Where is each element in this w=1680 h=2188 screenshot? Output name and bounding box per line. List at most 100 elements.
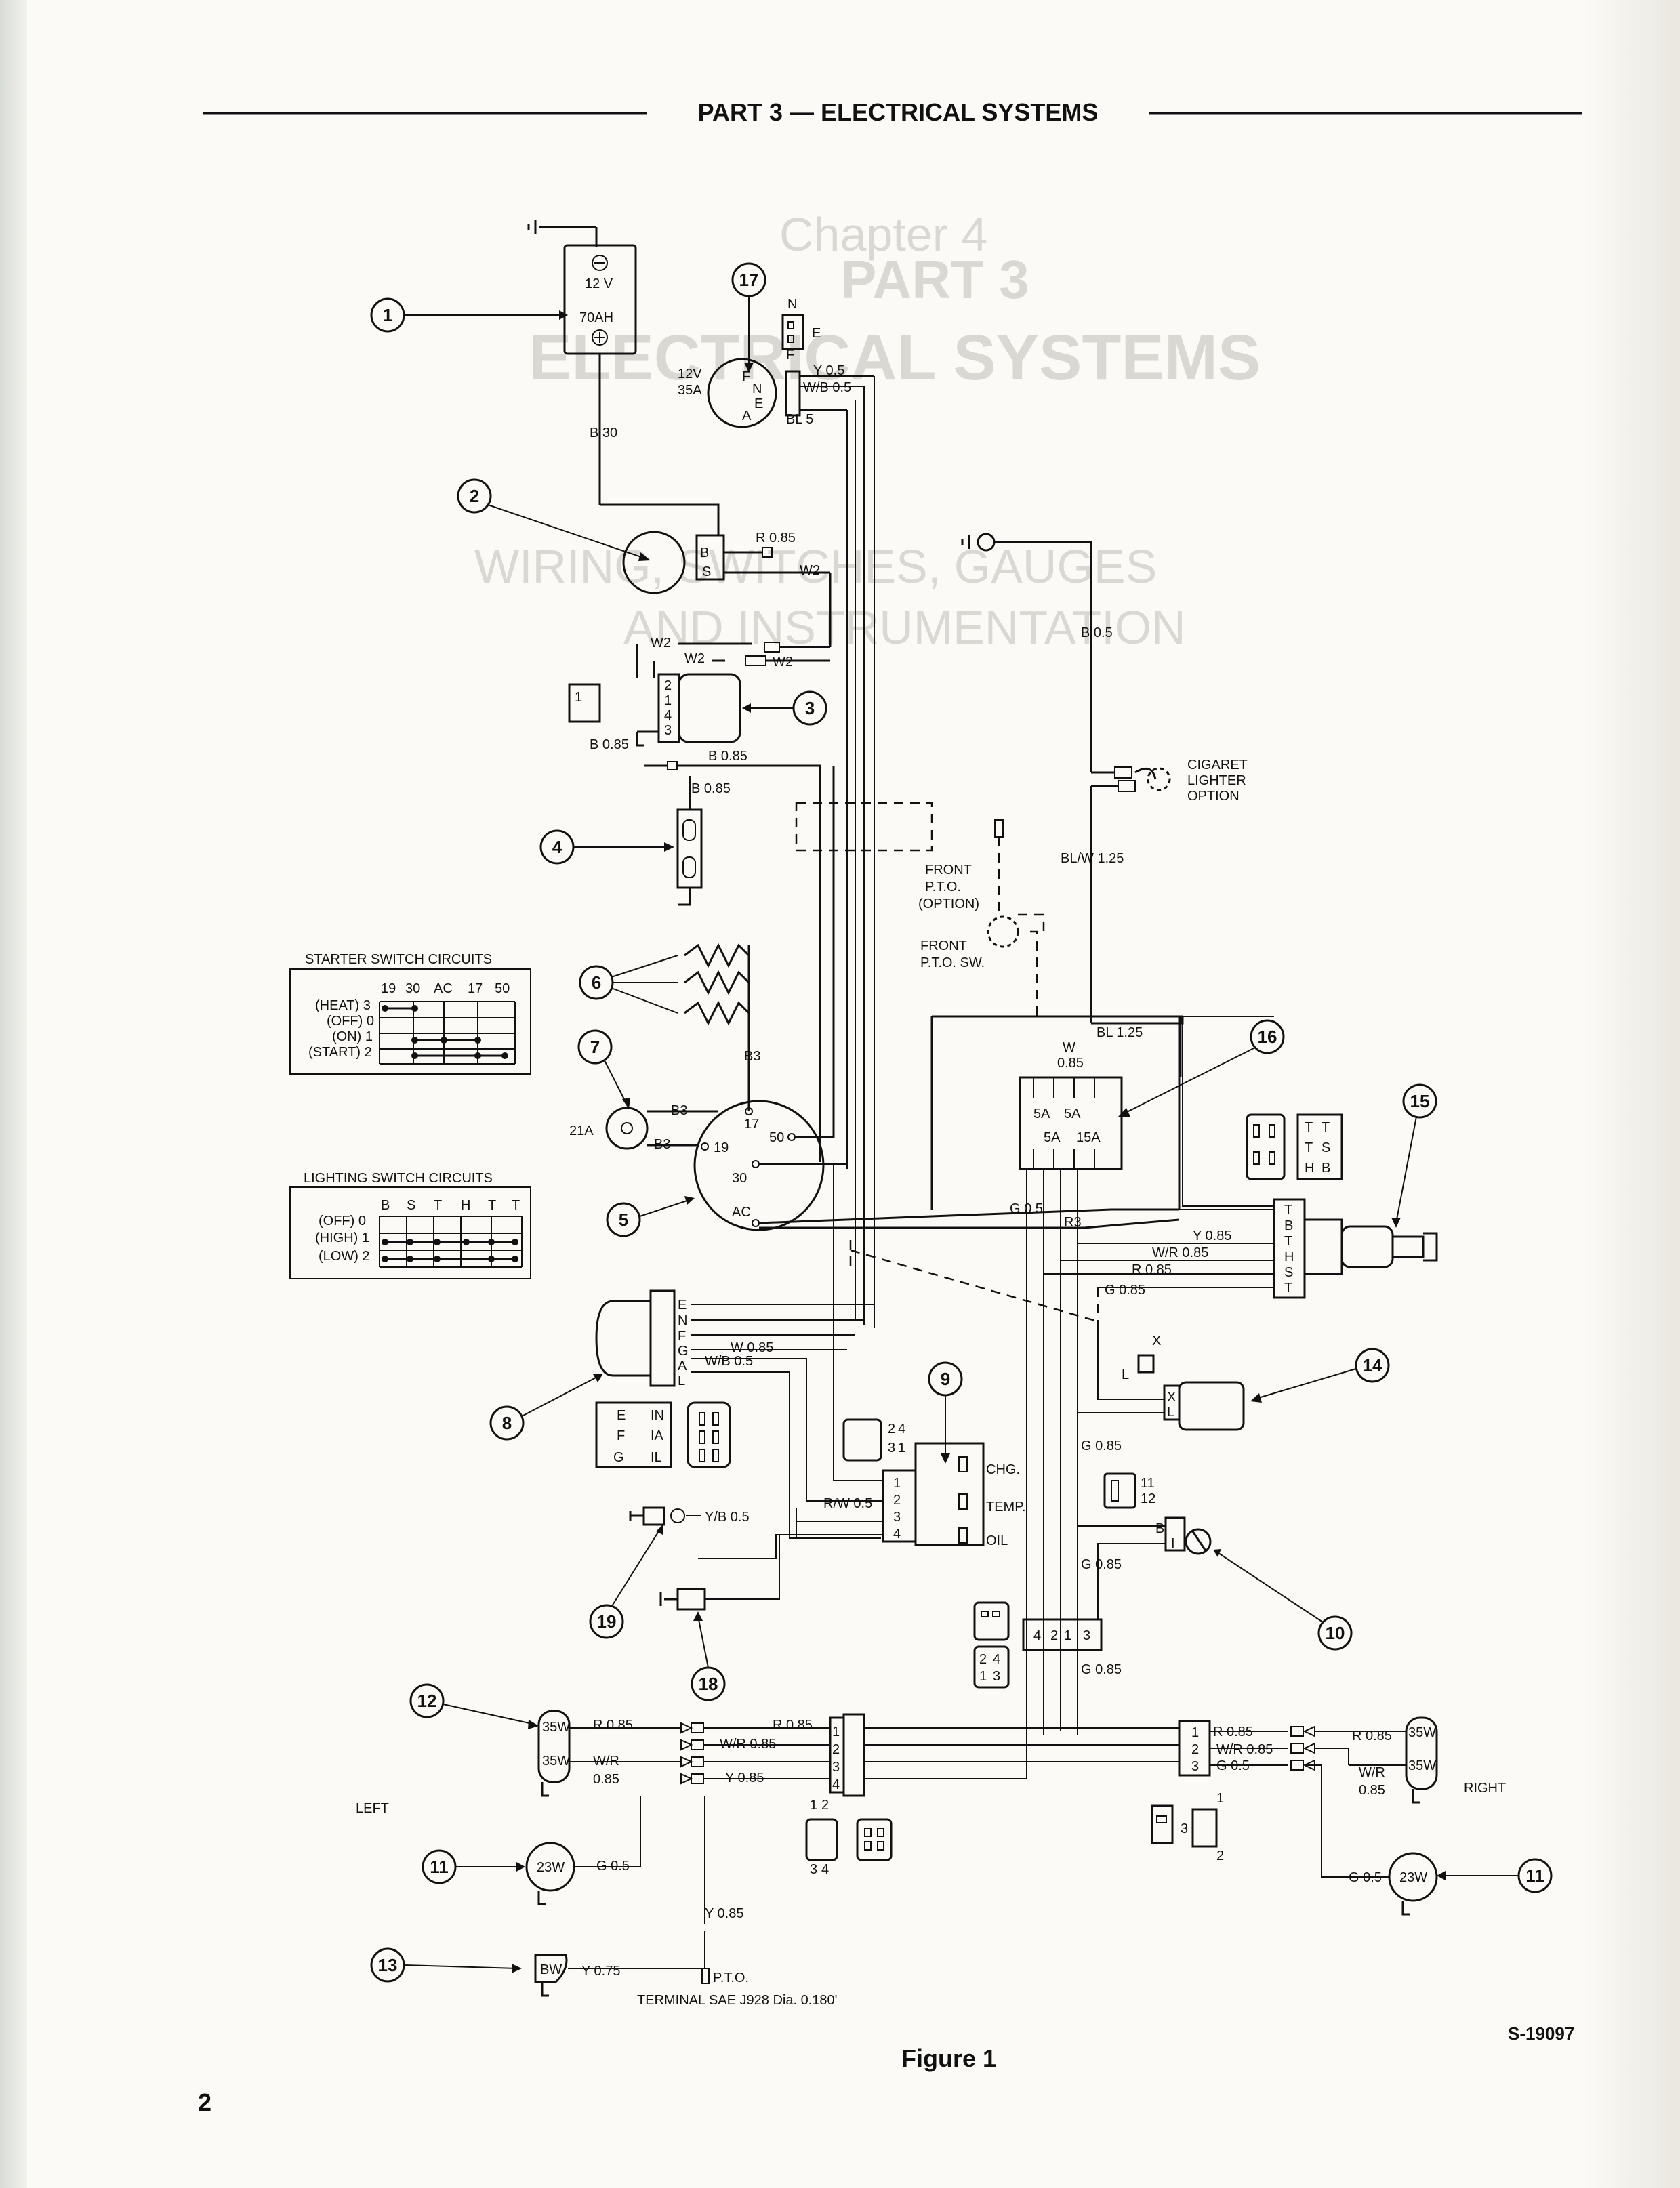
- wire-w2b: W2: [651, 636, 671, 651]
- ls-row-low: (LOW) 2: [319, 1249, 370, 1264]
- ls-col-b: B: [381, 1198, 390, 1213]
- rp-1: 1: [1216, 1791, 1224, 1806]
- pto-term-label: P.T.O.: [713, 1970, 749, 1985]
- junc-plug-1: 1: [979, 1669, 987, 1684]
- indicator-lamp: 7 21A B3 B3: [569, 1029, 718, 1152]
- wire-g085d: G 0.85: [1081, 1662, 1122, 1677]
- lc-plug-2: 2: [821, 1798, 829, 1813]
- alt-term-n: N: [752, 381, 762, 396]
- ss-col-50: 50: [495, 981, 510, 996]
- pto-terminal: Y 0.85 P.T.O. TERMINAL SAE J928 Dia. 0.1…: [637, 1906, 837, 2008]
- gauge-cluster: 9 2 4 3 1 1 2 3 4 CHG. TEMP. OIL R/W 0.5: [698, 1164, 1026, 1559]
- alt-rating-a: 35A: [678, 383, 702, 398]
- wire-w085-a: W: [1063, 1040, 1075, 1055]
- hs-plug-h: H: [1305, 1161, 1314, 1176]
- flasher-x-plug: X: [1152, 1334, 1161, 1348]
- pto-line1: FRONT: [925, 863, 972, 878]
- ss-row-heat: (HEAT) 3: [315, 998, 371, 1013]
- starter-motor: 2 B S R 0.85 W2: [457, 478, 832, 647]
- fuse-2: 5A: [1064, 1107, 1081, 1121]
- wire-b30: B 30: [590, 426, 617, 440]
- battery: 12 V 70AH B 30: [527, 220, 720, 535]
- sw1112-11: 11: [1141, 1476, 1155, 1491]
- wire-r085l2: R 0.85: [773, 1718, 813, 1733]
- flasher-x: X: [1167, 1390, 1176, 1405]
- fuse-4: 15A: [1076, 1130, 1101, 1145]
- wire-g05l: G 0.5: [596, 1859, 630, 1874]
- ss-row-off: (OFF) 0: [327, 1014, 374, 1029]
- lc-pin-3: 3: [832, 1760, 840, 1775]
- left-label: LEFT: [356, 1801, 389, 1816]
- conn-il: IL: [651, 1450, 662, 1465]
- page-number: 2: [198, 2088, 211, 2116]
- callout-19-label: 19: [597, 1611, 617, 1632]
- footer: Figure 1 S-19097 2: [198, 2023, 1574, 2116]
- conn-g: G: [613, 1450, 624, 1465]
- alt-term-e: E: [754, 396, 763, 411]
- figure-code: S-19097: [1508, 2023, 1574, 2044]
- gauge-temp: TEMP.: [986, 1500, 1026, 1514]
- starter-switch-table: STARTER SWITCH CIRCUITS 19 30 AC 17 50 (…: [289, 952, 531, 1075]
- alternator: 17 12V 35A F N E A F N E Y 0.5 W/B 0.5 B…: [678, 262, 875, 1328]
- callout-10-label: 10: [1326, 1623, 1345, 1643]
- lamp-21a: 21A: [569, 1123, 594, 1138]
- pto-sw-line1: FRONT: [920, 938, 967, 953]
- wire-wrr2: 0.85: [1359, 1783, 1385, 1798]
- rp-2: 2: [1216, 1849, 1224, 1863]
- callout-16-label: 16: [1258, 1027, 1277, 1047]
- lsw-pin-n: N: [678, 1313, 687, 1328]
- junc-plug-2: 2: [979, 1652, 987, 1667]
- horn-i: I: [1171, 1536, 1175, 1551]
- callout-9-label: 9: [941, 1369, 950, 1389]
- flasher-relay: 14 X L X L G 0.85: [1078, 1328, 1390, 1453]
- wire-b085c: B 0.85: [691, 781, 731, 796]
- fuse-3: 5A: [1044, 1130, 1061, 1145]
- wire-wb05b: W/B 0.5: [705, 1354, 753, 1369]
- callout-8-label: 8: [502, 1413, 512, 1433]
- wire-wr085: W/R 0.85: [1152, 1245, 1208, 1260]
- callout-3-label: 3: [805, 698, 815, 718]
- oil-sender: Y/B 0.5 19: [589, 1506, 750, 1639]
- ks-term-ac: AC: [732, 1205, 751, 1220]
- callout-18-label: 18: [699, 1674, 718, 1694]
- wire-g085: G 0.85: [1105, 1283, 1145, 1298]
- gauge-pin-2: 2: [893, 1493, 901, 1508]
- junc-4: 4: [1033, 1628, 1041, 1643]
- gauge-plug-24: 2: [888, 1422, 895, 1437]
- lc-plug-4: 4: [821, 1862, 829, 1877]
- hs-pin-t2: T: [1284, 1234, 1292, 1249]
- ls-col-t3: T: [512, 1198, 520, 1213]
- pto-line3: (OPTION): [918, 896, 979, 911]
- callout-14-label: 14: [1363, 1355, 1382, 1376]
- ks-term-19: 19: [714, 1140, 729, 1155]
- wire-y05: Y 0.5: [813, 363, 844, 378]
- callout-12-label: 12: [417, 1691, 437, 1711]
- wire-b3b: B3: [671, 1103, 687, 1118]
- wire-wr085l: W/R 0.85: [720, 1737, 776, 1752]
- rp-3: 3: [1181, 1821, 1188, 1836]
- wire-bl125: BL 1.25: [1097, 1025, 1143, 1040]
- bleed-through-text: Chapter 4 PART 3 ELECTRICAL SYSTEMS WIRI…: [474, 208, 1261, 654]
- callout-2-label: 2: [470, 486, 479, 506]
- callout-7-label: 7: [590, 1037, 600, 1057]
- ghost-electrical: ELECTRICAL SYSTEMS: [529, 322, 1261, 394]
- wire-g05: G 0.5: [1010, 1201, 1043, 1216]
- callout-11l-label: 11: [430, 1857, 449, 1877]
- ls-row-off: (OFF) 0: [319, 1214, 366, 1229]
- fuse-1: 5A: [1033, 1107, 1050, 1121]
- callout-17-label: 17: [739, 270, 759, 290]
- wire-w2a: W2: [800, 563, 820, 578]
- wire-r085l: R 0.85: [593, 1718, 633, 1733]
- ss-col-19: 19: [381, 981, 396, 996]
- lc-pin-1: 1: [832, 1725, 840, 1739]
- wire-g085b: G 0.85: [1081, 1439, 1122, 1453]
- callout-1: 1: [370, 297, 568, 333]
- sw1112-12: 12: [1141, 1491, 1155, 1506]
- header: PART 3 — ELECTRICAL SYSTEMS: [203, 98, 1582, 126]
- gauge-plug-4: 4: [898, 1422, 905, 1437]
- lighting-switch: E N F G A L W 0.85 W/B 0.5 8 E IN F IA G…: [489, 1289, 884, 1539]
- cigar-line3: OPTION: [1187, 789, 1239, 804]
- starter-b-term: B: [700, 545, 709, 560]
- right-label: RIGHT: [1464, 1781, 1506, 1796]
- callout-15-label: 15: [1410, 1091, 1430, 1111]
